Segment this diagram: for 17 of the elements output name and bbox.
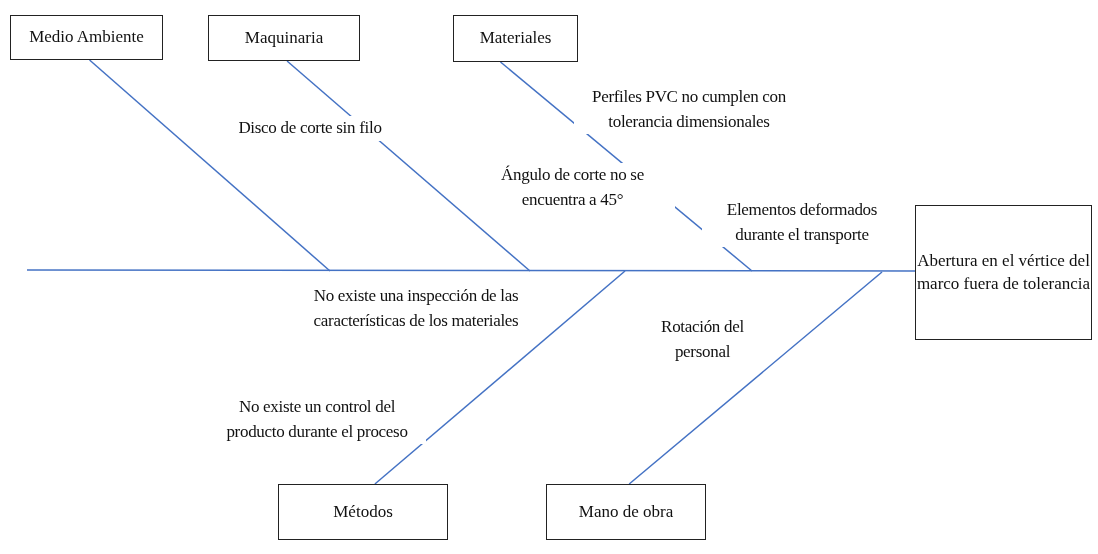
node-text: Mano de obra [578, 500, 674, 523]
effect-box [915, 205, 1092, 340]
category-box [278, 484, 448, 540]
bone-line [374, 270, 626, 485]
bone-line [286, 60, 531, 272]
node-text: Materiales [479, 27, 552, 50]
node-text: Maquinaria [244, 26, 324, 49]
spine-line [26, 269, 916, 272]
node-text: Métodos [333, 500, 393, 523]
category-box [453, 15, 578, 62]
bone-line [628, 271, 883, 485]
category-box [10, 15, 163, 60]
category-box [546, 484, 706, 540]
category-box [208, 15, 360, 61]
node-text: Abertura en el vértice del marco fuera de tolerancia [916, 249, 1091, 295]
node-text: Medio Ambiente [29, 26, 144, 49]
bone-line [88, 59, 331, 272]
